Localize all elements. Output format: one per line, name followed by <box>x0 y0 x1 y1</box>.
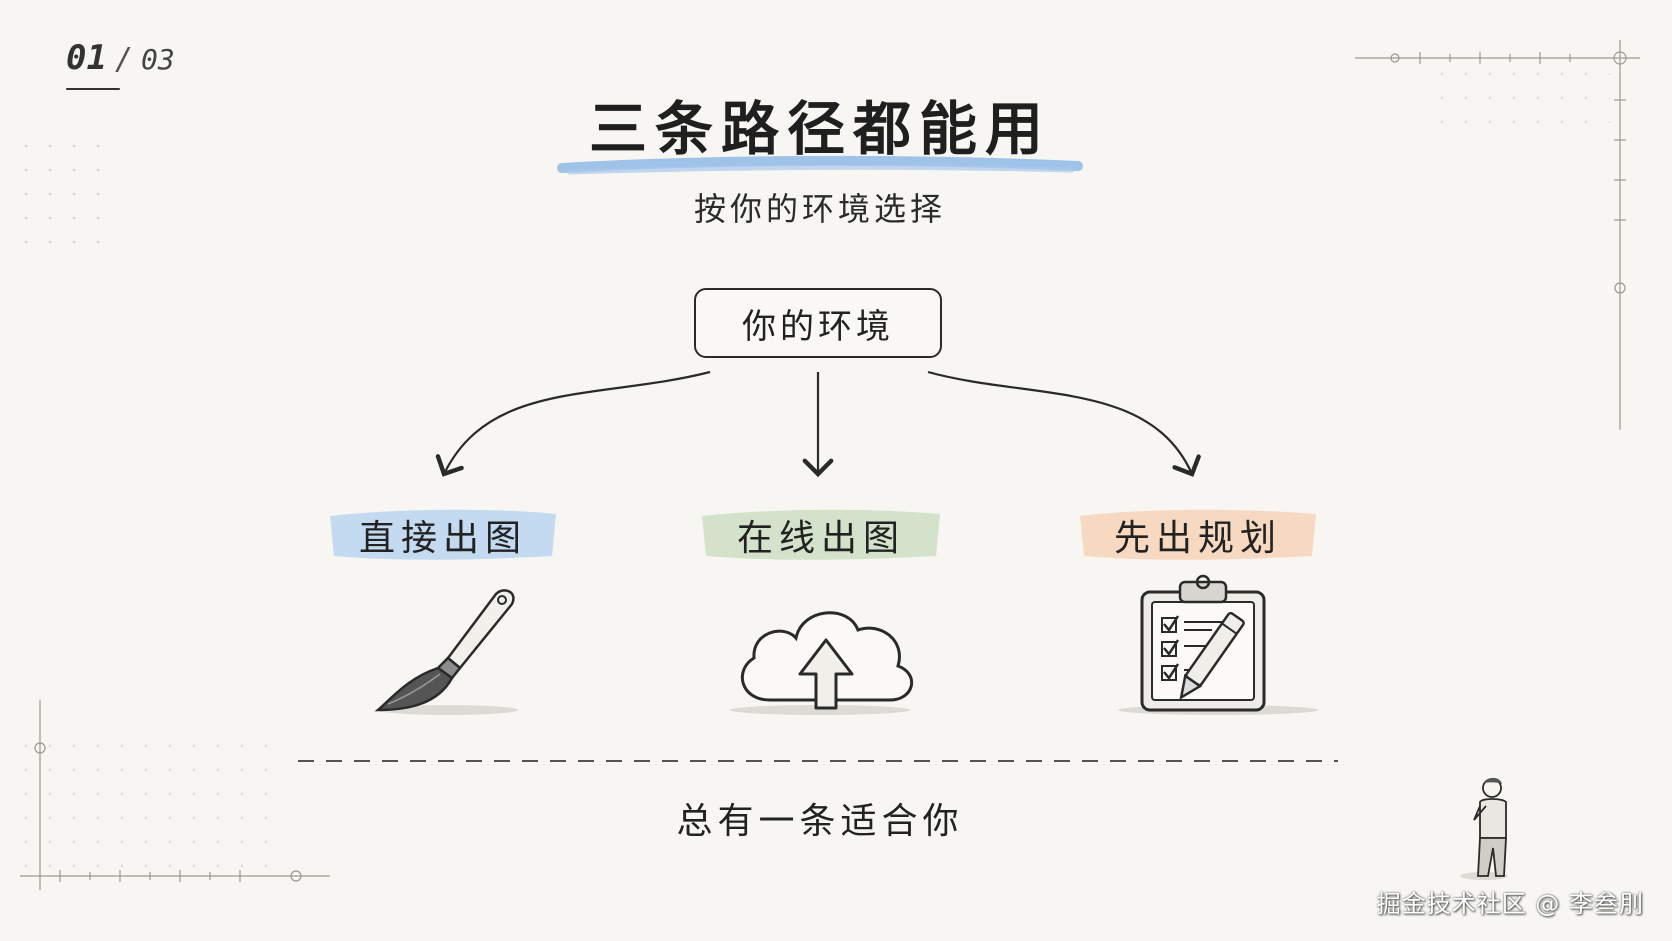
title-underline-stroke-2 <box>567 164 1075 175</box>
branch-direct-render: 直接出图 <box>330 507 556 563</box>
corner-dots-bottom-left <box>10 730 270 880</box>
corner-dots-top-left <box>10 135 120 245</box>
thinking-person-figure <box>1460 777 1508 880</box>
page-counter-total: 03 <box>141 43 175 76</box>
branch-label-2: 在线出图 <box>736 518 905 559</box>
title-underline-stroke <box>557 155 1083 173</box>
page-counter-separator: / <box>114 42 134 77</box>
highlight-branch-2 <box>702 509 940 560</box>
ruler-top-right <box>1355 40 1640 430</box>
page-counter-underline <box>66 88 120 90</box>
root-node: 你的环境 <box>694 288 942 358</box>
connector-right <box>927 370 1201 477</box>
branch-online-render: 在线出图 <box>702 507 940 563</box>
page-subtitle: 按你的环境选择 <box>693 190 946 228</box>
watermark: 掘金技术社区 @ 李叁刖 <box>1376 890 1644 918</box>
corner-dots-top-right <box>1440 60 1610 130</box>
root-node-label: 你的环境 <box>742 306 894 347</box>
highlight-branch-3 <box>1080 509 1316 560</box>
page-counter-current: 01 <box>66 38 107 78</box>
cloud-upload-icon <box>730 611 914 715</box>
branch-label-1: 直接出图 <box>358 518 527 559</box>
highlight-branch-1 <box>330 509 556 560</box>
footer-caption: 总有一条适合你 <box>676 801 964 842</box>
ruler-bottom-left <box>20 700 330 890</box>
branch-plan-first: 先出规划 <box>1080 507 1316 563</box>
branch-label-3: 先出规划 <box>1113 518 1282 559</box>
clipboard-checklist-icon <box>1118 574 1318 715</box>
paintbrush-icon <box>374 589 518 715</box>
page-title: 三条路径都能用 <box>588 95 1051 163</box>
page-counter: 01 / 03 <box>66 38 175 78</box>
connector-left <box>435 370 711 477</box>
